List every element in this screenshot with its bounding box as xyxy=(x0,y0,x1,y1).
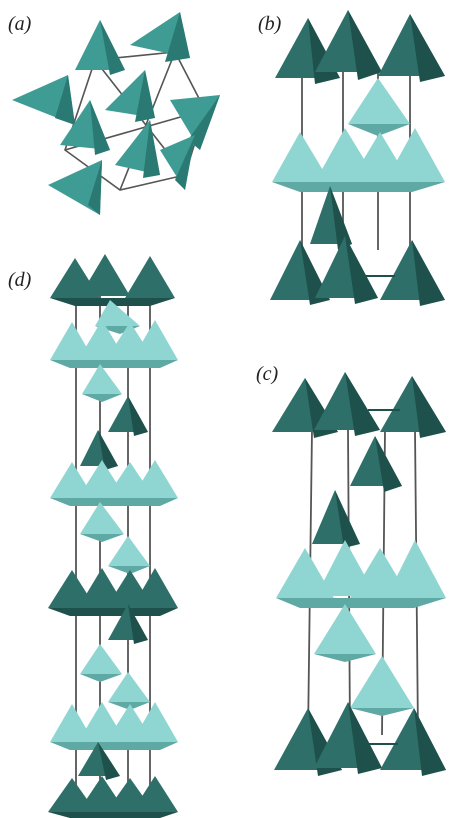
panel-b: (b) xyxy=(258,10,445,306)
panel-d: (d) xyxy=(8,254,178,818)
polytype-stack-icon xyxy=(272,372,446,776)
panel-c-label: (c) xyxy=(256,363,279,385)
panel-a-label: (a) xyxy=(8,13,32,35)
panel-b-label: (b) xyxy=(258,13,282,35)
panel-c: (c) xyxy=(256,363,446,776)
panel-a: (a) xyxy=(8,12,220,215)
polytype-stack-icon xyxy=(48,254,178,818)
tetrahedra-cluster-icon xyxy=(12,12,220,215)
polytype-stack-icon xyxy=(270,10,445,306)
panel-d-label: (d) xyxy=(8,269,32,291)
